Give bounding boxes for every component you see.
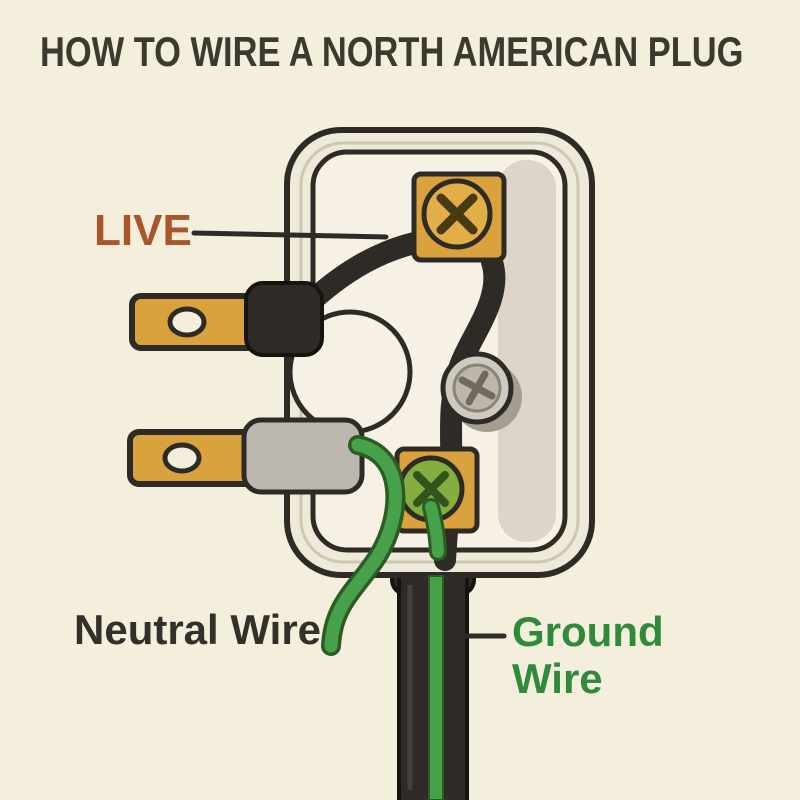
label-live: LIVE xyxy=(94,206,192,255)
ground-wire-in-cable xyxy=(407,575,444,800)
live-screw-slot xyxy=(436,193,478,235)
face-shading xyxy=(498,160,556,542)
neutral-prong-hole xyxy=(162,442,202,474)
neutral-wire-sleeve xyxy=(241,417,365,495)
cable-green-stripe xyxy=(428,575,444,800)
label-ground-line1: Ground xyxy=(512,608,664,655)
live-terminal xyxy=(411,171,507,263)
ground-wire-curve xyxy=(321,435,406,656)
live-prong-hole xyxy=(167,306,207,338)
clamp-screw xyxy=(440,351,522,432)
ground-wire-curve-fill xyxy=(324,438,402,653)
live-pointer-line xyxy=(191,230,389,240)
label-ground: Ground Wire xyxy=(512,608,664,702)
clamp-screw-slot xyxy=(465,370,489,406)
neutral-prong xyxy=(127,417,365,495)
page-title: HOW TO WIRE A NORTH AMERICAN PLUG xyxy=(40,28,744,75)
ground-wire-from-screw xyxy=(425,501,444,558)
label-neutral: Neutral Wire xyxy=(74,606,322,653)
ground-terminal xyxy=(394,446,480,561)
ground-screw-slot xyxy=(413,471,449,507)
live-prong xyxy=(129,281,324,357)
label-ground-line2: Wire xyxy=(512,655,603,703)
live-wire-sleeve xyxy=(244,281,324,357)
